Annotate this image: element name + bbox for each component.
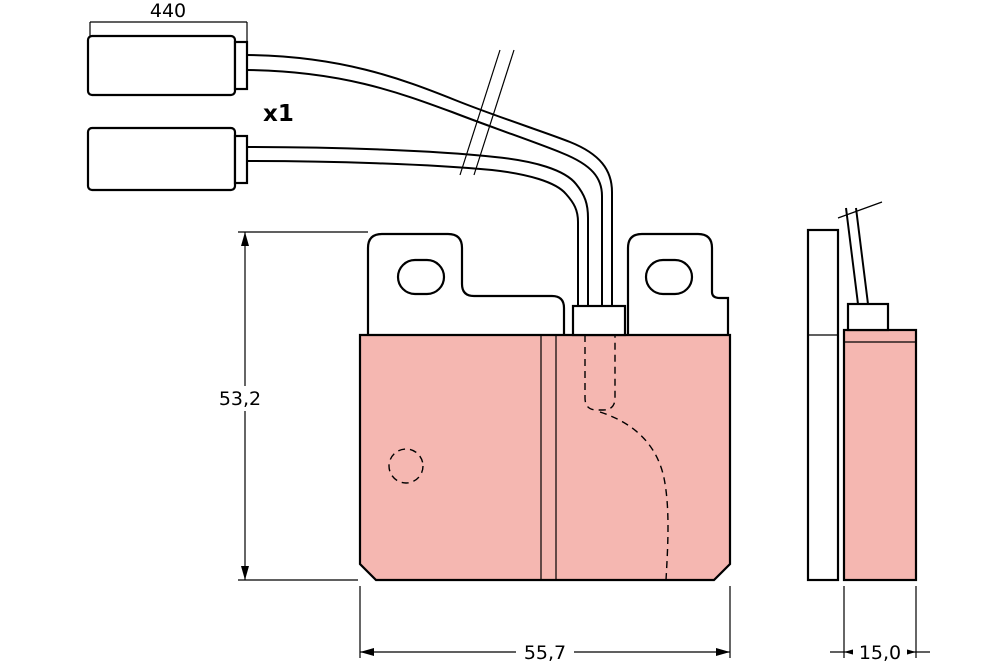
connector-tip [233, 134, 249, 185]
cable-break-mark [459, 49, 515, 176]
pad-thickness-label: 15,0 [859, 642, 901, 664]
pad-width-dimension: 55,7 [359, 586, 731, 664]
quantity-label: x1 [263, 101, 294, 127]
arrowhead-up [241, 232, 249, 246]
wire [246, 146, 589, 306]
pilot-circle-hidden-line [388, 448, 424, 484]
pad-height-dimension: 53,2 [213, 231, 368, 581]
backing-plate-front-view [366, 232, 730, 335]
wire [845, 207, 859, 305]
connector-plug-top [86, 34, 249, 97]
brake-pad-side-view [806, 201, 918, 582]
mounting-hole-left [396, 258, 446, 296]
arrowhead-right [716, 648, 730, 656]
label-mask [213, 386, 267, 411]
arrowhead-down [241, 566, 249, 580]
sensor-wires-side [837, 201, 883, 305]
hidden-contour-line [599, 411, 669, 581]
label-mask [516, 640, 574, 664]
connector-body [86, 126, 237, 192]
break-slash [459, 49, 501, 176]
pad-width-label: 55,7 [524, 642, 566, 664]
plate-left-ear [366, 232, 566, 335]
connector-body [86, 34, 237, 97]
pad-thickness-dimension: 15,0 [830, 586, 930, 664]
wear-sensor-side [846, 302, 890, 332]
sensor-pocket-hidden-line [584, 335, 616, 411]
wear-sensor-front [571, 304, 627, 337]
connector-tip [233, 40, 249, 91]
wire [246, 160, 579, 306]
wire-length-label: 440 [150, 0, 186, 22]
arrowhead-left [360, 648, 374, 656]
friction-pad-front-view [358, 333, 732, 582]
wire [855, 207, 869, 305]
break-slash [837, 201, 883, 219]
wire-length-dimension: 440 [89, 0, 248, 42]
friction-material [358, 333, 732, 582]
break-slash [473, 49, 515, 176]
sensor-wire-harness [246, 49, 613, 306]
mounting-hole-right [644, 258, 694, 296]
label-mask [853, 640, 907, 664]
wire [246, 69, 603, 306]
pad-height-label: 53,2 [219, 388, 261, 410]
connector-plug-bottom [86, 126, 249, 192]
backing-plate-side [806, 228, 840, 582]
friction-material-side [842, 328, 918, 582]
